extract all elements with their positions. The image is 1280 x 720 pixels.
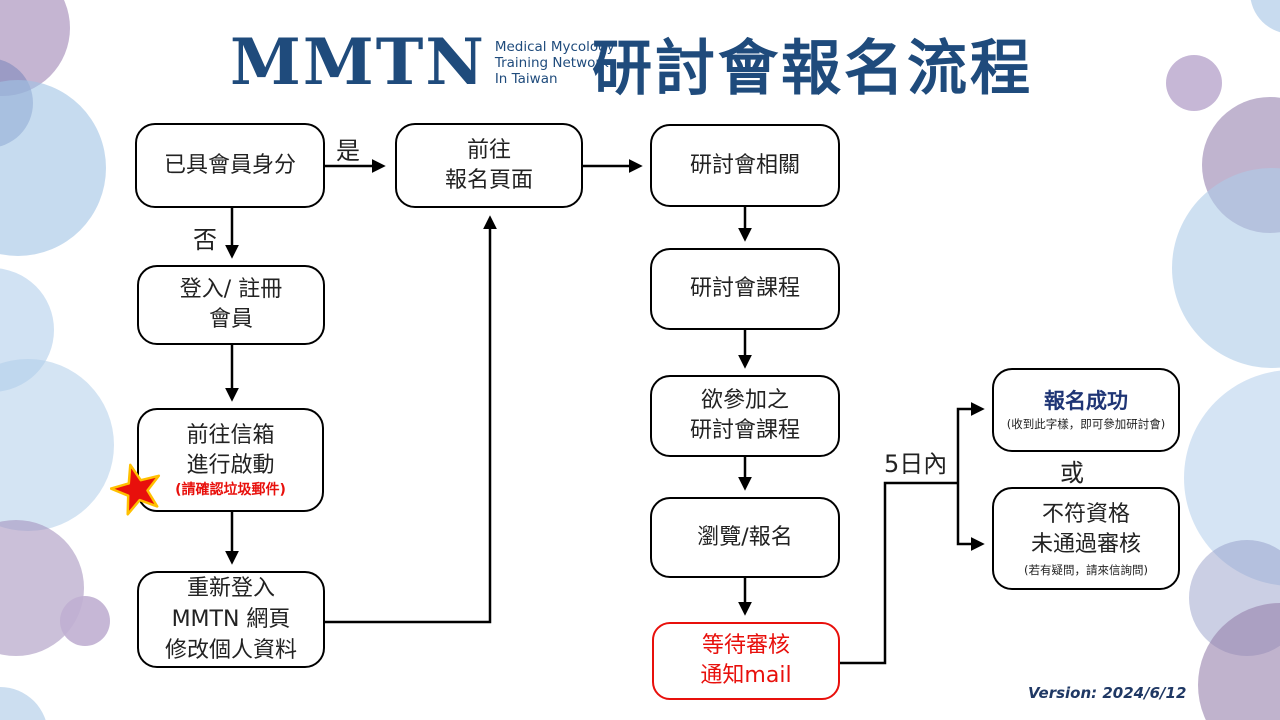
decorative-circle (60, 596, 110, 646)
decorative-circle (0, 687, 48, 720)
box-text: 已具會員身分 (163, 152, 296, 178)
decorative-circle (0, 359, 114, 531)
flow-box-wait-review: 等待審核 通知mail (652, 622, 840, 700)
decorative-circle (1250, 0, 1280, 34)
box-text: 研討會相關 (689, 152, 800, 178)
box-text: 欲參加之 (700, 388, 789, 413)
box-text: 重新登入 (186, 576, 275, 601)
success-note: (收到此字樣，即可參加研討會) (1006, 417, 1166, 431)
box-text: 通知mail (700, 663, 792, 688)
decorative-circle (1172, 168, 1280, 368)
box-text: 報名頁面 (444, 167, 533, 193)
box-text: MMTN 網頁 (171, 607, 291, 632)
version-text: Version: 2024/6/12 (1028, 684, 1187, 702)
flow-box-seminar-courses: 研討會課程 (650, 248, 840, 330)
box-text: 研討會課程 (689, 276, 800, 301)
box-text: 前往信箱 (186, 422, 275, 448)
logo-sub-line1: Medical Mycology (494, 39, 615, 55)
decorative-circle (0, 80, 106, 256)
logo-sub-line2: Training Network (494, 55, 609, 71)
logo-sub-line3: In Taiwan (494, 71, 558, 87)
box-text: 前往 (466, 137, 511, 163)
flow-box-goto-mailbox: 前往信箱 進行啟動 (請確認垃圾郵件) (137, 408, 324, 512)
box-text: 未通過審核 (1030, 531, 1141, 557)
box-text: 不符資格 (1041, 501, 1130, 527)
flow-box-member-check: 已具會員身分 (135, 123, 325, 208)
box-text: 修改個人資料 (164, 638, 297, 663)
box-text: 登入/ 註冊 (179, 277, 283, 302)
box-text: 研討會課程 (689, 418, 800, 443)
flow-box-relogin: 重新登入 MMTN 網頁 修改個人資料 (137, 571, 325, 668)
rejected-note: (若有疑問，請來信詢問) (1024, 562, 1148, 577)
box-text: 會員 (208, 307, 253, 332)
flow-box-login-register: 登入/ 註冊 會員 (137, 265, 325, 345)
mmtn-logo-text: MMTN (230, 25, 486, 100)
spam-warning-note: (請確認垃圾郵件) (175, 481, 286, 498)
edge-label-within-5-days: 5日內 (884, 450, 948, 478)
decorative-circle (1166, 55, 1222, 111)
box-text: 等待審核 (701, 633, 790, 658)
box-text: 瀏覽/報名 (697, 524, 793, 550)
flow-box-registration-success: 報名成功 (收到此字樣，即可參加研討會) (992, 368, 1180, 452)
flow-box-browse-register: 瀏覽/報名 (650, 497, 840, 578)
flow-box-desired-courses: 欲參加之 研討會課程 (650, 375, 840, 457)
mmtn-logo: MMTN Medical Mycology Training Network I… (230, 25, 615, 100)
box-text: 報名成功 (1044, 389, 1128, 413)
mmtn-logo-subtext: Medical Mycology Training Network In Tai… (495, 39, 615, 87)
box-text: 進行啟動 (186, 452, 275, 478)
flow-box-seminar-related: 研討會相關 (650, 124, 840, 207)
star-icon (110, 463, 161, 516)
flow-box-goto-registration: 前往 報名頁面 (395, 123, 583, 208)
flow-box-not-qualified: 不符資格 未通過審核 (若有疑問，請來信詢問) (992, 487, 1180, 590)
page-title: 研討會報名流程 (592, 34, 1033, 104)
edge-label-yes: 是 (336, 137, 360, 165)
edge-label-no: 否 (193, 226, 217, 254)
edge-label-or: 或 (1060, 459, 1084, 487)
